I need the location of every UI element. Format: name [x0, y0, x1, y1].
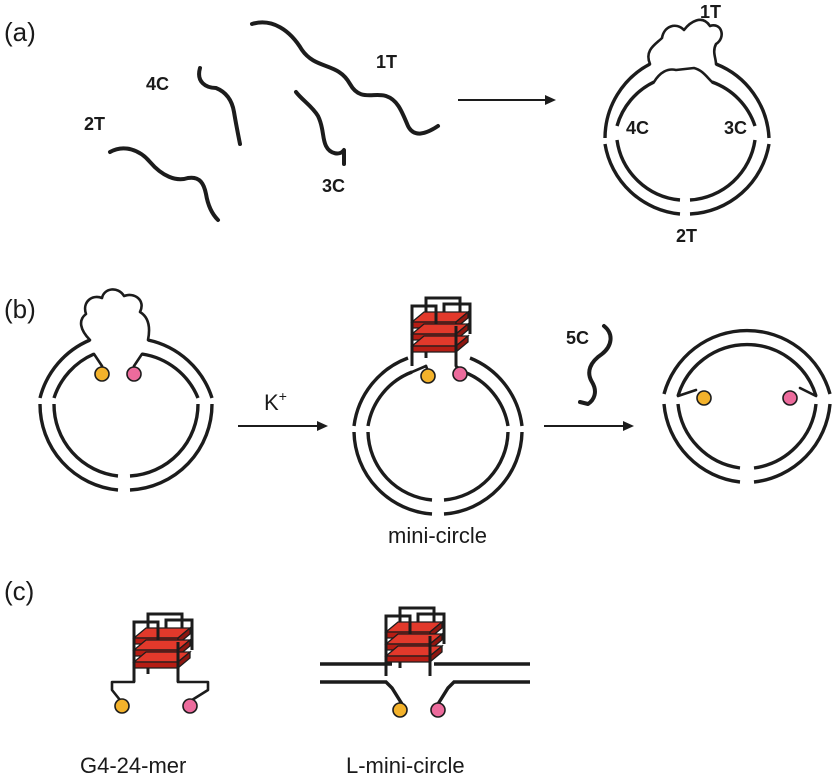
panel-a: (a) 1T 4C 2T 3C 1T 4C 3C 2T	[4, 2, 771, 246]
dye-orange-24mer	[114, 698, 130, 714]
displacement-arrowhead	[623, 421, 634, 431]
ring-label-4C: 4C	[626, 118, 649, 138]
strand-1T	[250, 20, 440, 136]
l-mini-circle-caption: L-mini-circle	[346, 753, 465, 778]
g-quadruplex	[410, 296, 472, 368]
assembly-arrowhead	[545, 95, 556, 105]
reagent-label: K+	[264, 388, 287, 415]
panel-c: (c) G4-24-mer L-mini-circle	[4, 576, 530, 778]
strand-5C	[578, 324, 613, 406]
dye-pink-linear	[430, 702, 446, 718]
dye-pink-24mer	[182, 698, 198, 714]
panel-b: (b) K+	[4, 288, 832, 548]
ring-label-3C: 3C	[724, 118, 747, 138]
ring-label-1T: 1T	[700, 2, 721, 22]
mini-circle-ring	[352, 296, 524, 516]
strand-2T	[108, 146, 220, 222]
strand-3C-label: 3C	[322, 176, 345, 196]
g4-24-mer-schematic	[110, 612, 210, 714]
strand-4C-label: 4C	[146, 74, 169, 94]
potassium-arrowhead	[317, 421, 328, 431]
dye-pink-folded	[452, 366, 468, 382]
panel-b-tag: (b)	[4, 294, 36, 324]
dye-orange-linear	[392, 702, 408, 718]
panel-a-tag: (a)	[4, 17, 36, 47]
dye-pink-open	[782, 390, 798, 406]
strand-3C	[294, 90, 346, 166]
strand-5C-label: 5C	[566, 328, 589, 348]
strand-2T-label: 2T	[84, 114, 105, 134]
ring-open	[662, 328, 832, 484]
assembled-ring	[603, 18, 771, 216]
strand-4C	[197, 66, 242, 146]
dye-orange-open	[696, 390, 712, 406]
g4-24-mer-caption: G4-24-mer	[80, 753, 186, 778]
strand-1T-label: 1T	[376, 52, 397, 72]
dye-pink	[126, 366, 142, 382]
l-mini-circle-schematic	[320, 606, 530, 718]
mini-circle-caption: mini-circle	[388, 523, 487, 548]
panel-c-tag: (c)	[4, 576, 34, 606]
ring-label-2T: 2T	[676, 226, 697, 246]
dye-orange-folded	[420, 368, 436, 384]
ring-unfolded	[38, 288, 214, 492]
dye-orange	[94, 366, 110, 382]
